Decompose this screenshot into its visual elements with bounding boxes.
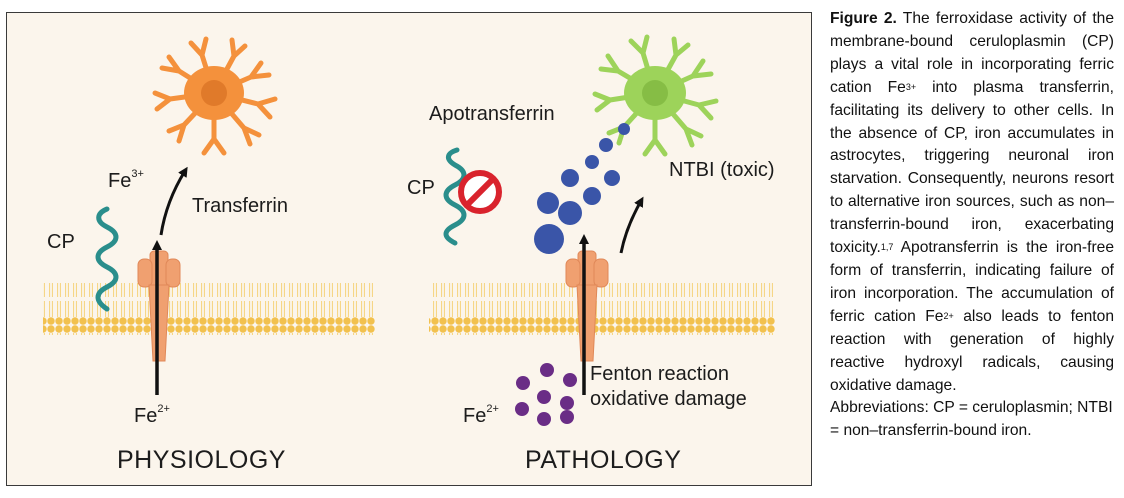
figure-label: Figure 2. [830, 10, 897, 27]
ntbi-particles [534, 123, 630, 254]
pathology-title: PATHOLOGY [525, 446, 682, 474]
superscript: 3+ [905, 81, 917, 92]
ntbi-uptake-arrow [619, 196, 644, 254]
cell-membrane-right [429, 283, 775, 335]
cp-label-right: CP [407, 177, 435, 199]
apotransferrin-protein [443, 147, 467, 246]
caption-text: into plasma transferrin, facilitating it… [830, 78, 1114, 257]
prohibited-icon [458, 170, 502, 214]
figure-caption: Figure 2. The ferroxidase activity of th… [830, 8, 1114, 443]
cell-membrane-left [43, 283, 375, 335]
superscript: 2+ [943, 310, 954, 321]
transferrin-label: Transferrin [192, 195, 288, 217]
ntbi-label: NTBI (toxic) [669, 159, 775, 181]
caption-body: Figure 2. The ferroxidase activity of th… [830, 8, 1114, 397]
apotransferrin-label: Apotransferrin [429, 103, 555, 125]
physiology-title: PHYSIOLOGY [117, 446, 286, 474]
caption-text: Apotransferrin is the iron-free form of … [830, 239, 1114, 325]
transferrin-receptor-left [137, 250, 181, 362]
ferrous-iron-particles [515, 363, 577, 426]
neuron-nucleus [642, 80, 668, 106]
caption-text: also leads to fenton reaction with gener… [830, 307, 1114, 394]
transferrin-delivery-arrow [159, 166, 188, 236]
figure-panel: Fe3+ Transferrin CP Fe2+ PHYSIOLOGY Apot… [6, 12, 812, 486]
oxidative-damage-label: oxidative damage [590, 388, 747, 410]
neuron-orange [152, 36, 278, 156]
fe2-label-left: Fe2+ [134, 403, 170, 427]
fenton-reaction-label: Fenton reaction [590, 363, 729, 385]
neuron-nucleus [201, 80, 227, 106]
cp-label-left: CP [47, 231, 75, 253]
neuron-green [592, 34, 719, 157]
abbreviations: Abbreviations: CP = ceruloplasmin; NTBI … [830, 399, 1113, 440]
figure-illustration [43, 34, 775, 426]
ceruloplasmin-protein [95, 206, 119, 312]
caption-text: The ferroxidase activity of the membrane… [830, 10, 1114, 96]
fe3-label: Fe3+ [108, 168, 144, 192]
fe2-label-right: Fe2+ [463, 403, 499, 427]
citation-superscript: 1,7 [880, 242, 894, 253]
